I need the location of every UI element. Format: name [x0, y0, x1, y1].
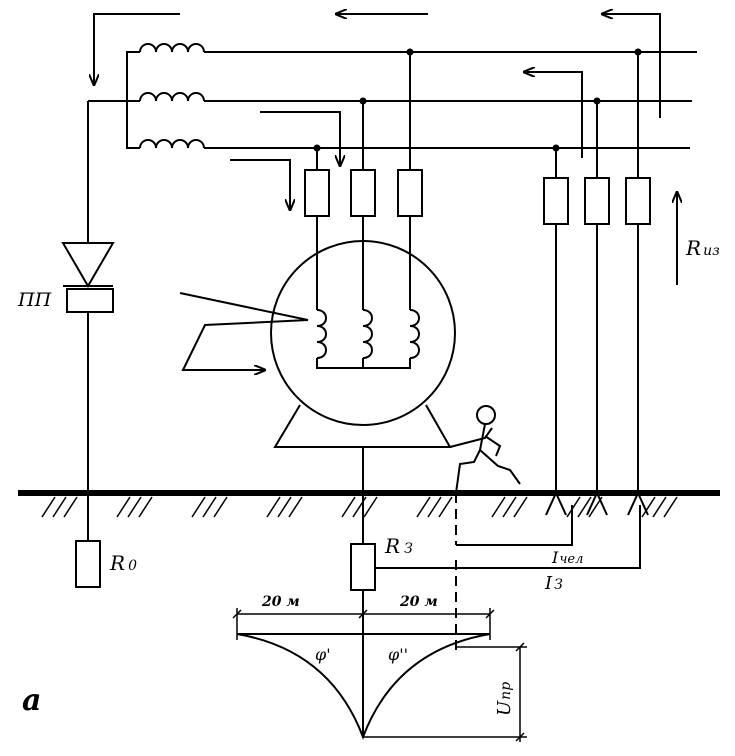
phi-1-label: φ': [315, 645, 331, 664]
junction-dots: [313, 48, 642, 152]
i-chel-label: Iчел: [551, 548, 583, 567]
phase-lines: [208, 51, 697, 149]
potential-curve: [232, 560, 527, 742]
u-pr-label: Uпр: [494, 682, 515, 716]
person-figure: [449, 405, 521, 545]
pp-element: [66, 288, 114, 313]
current-paths: [375, 505, 641, 569]
motor-fuses: [304, 52, 423, 310]
flow-arrows: [94, 14, 677, 285]
figure-label: а: [22, 683, 41, 718]
insulation-resistances: [543, 52, 651, 516]
ground-line: [18, 490, 720, 518]
breakdown-fuse-symbol: [61, 242, 115, 288]
r0-resistor: [75, 540, 101, 588]
rz-resistor: [350, 543, 376, 591]
phi-2-label: φ'': [388, 645, 408, 664]
motor-base: [273, 404, 452, 448]
dist-right-label: 20 м: [399, 594, 438, 610]
i-chel-path: [456, 505, 573, 546]
neutral-wire: [61, 101, 115, 588]
fault-lightning-symbol: [179, 292, 309, 370]
motor-housing: [270, 240, 456, 426]
dist-left-label: 20 м: [261, 594, 300, 610]
person-head: [476, 405, 496, 425]
transformer-windings: [88, 43, 212, 149]
pp-label: ПП: [17, 289, 52, 311]
i-z-path: [375, 505, 641, 569]
